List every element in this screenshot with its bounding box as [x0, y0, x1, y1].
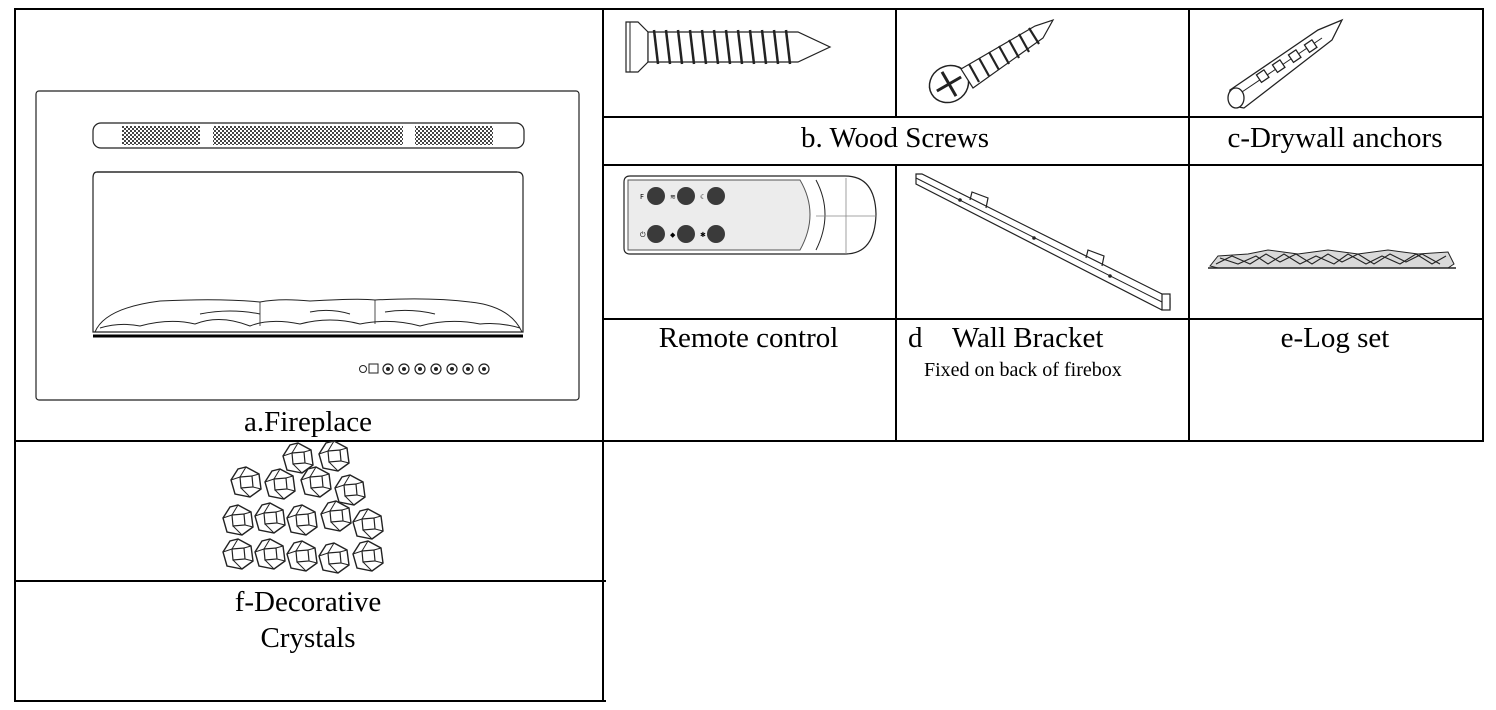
- row-divider-1: [602, 116, 1484, 118]
- log-set-illustration: [1208, 249, 1456, 269]
- svg-text:≋: ≋: [670, 193, 676, 201]
- svg-text:☾: ☾: [700, 193, 706, 201]
- col-divider-a: [602, 8, 604, 700]
- svg-text:⏻: ⏻: [640, 231, 646, 239]
- remote-control-illustration: F ≋ ☾ ⏻ ◆ ✱: [623, 175, 877, 255]
- drywall-anchor-illustration: [1227, 18, 1344, 109]
- decorative-crystals-illustration: [222, 440, 384, 574]
- pan-head-screw-illustration: [928, 18, 1055, 104]
- crystals-label-line1: f-Decorative: [234, 586, 382, 618]
- table-top-border: [14, 8, 1484, 10]
- row-divider-4: [14, 440, 1484, 442]
- wall-bracket-letter: d: [908, 322, 923, 354]
- col-divider-c: [1188, 8, 1190, 440]
- fireplace-illustration: [35, 90, 580, 401]
- fireplace-label: a.Fireplace: [243, 406, 372, 438]
- row-divider-3: [602, 318, 1484, 320]
- svg-text:F: F: [640, 193, 644, 201]
- flat-head-screw-illustration: [625, 21, 832, 73]
- table-right-border: [1482, 8, 1484, 440]
- svg-text:✱: ✱: [700, 231, 706, 239]
- log-set-label: e-Log set: [1280, 322, 1390, 354]
- table-left-border: [14, 8, 16, 700]
- col-divider-b-bottom: [895, 164, 897, 440]
- wall-bracket-note: Fixed on back of firebox: [924, 359, 1122, 381]
- drywall-anchors-label: c-Drywall anchors: [1227, 122, 1443, 154]
- row-divider-2: [602, 164, 1484, 166]
- wood-screws-label: b. Wood Screws: [800, 122, 990, 154]
- svg-text:◆: ◆: [670, 231, 676, 239]
- remote-control-label: Remote control: [658, 322, 839, 354]
- col-divider-b-top: [895, 8, 897, 116]
- crystals-label-line2: Crystals: [260, 622, 356, 654]
- row-divider-5: [14, 580, 606, 582]
- wall-bracket-illustration: [915, 173, 1171, 311]
- table-bottom-border: [14, 700, 606, 702]
- wall-bracket-label: Wall Bracket: [952, 322, 1104, 354]
